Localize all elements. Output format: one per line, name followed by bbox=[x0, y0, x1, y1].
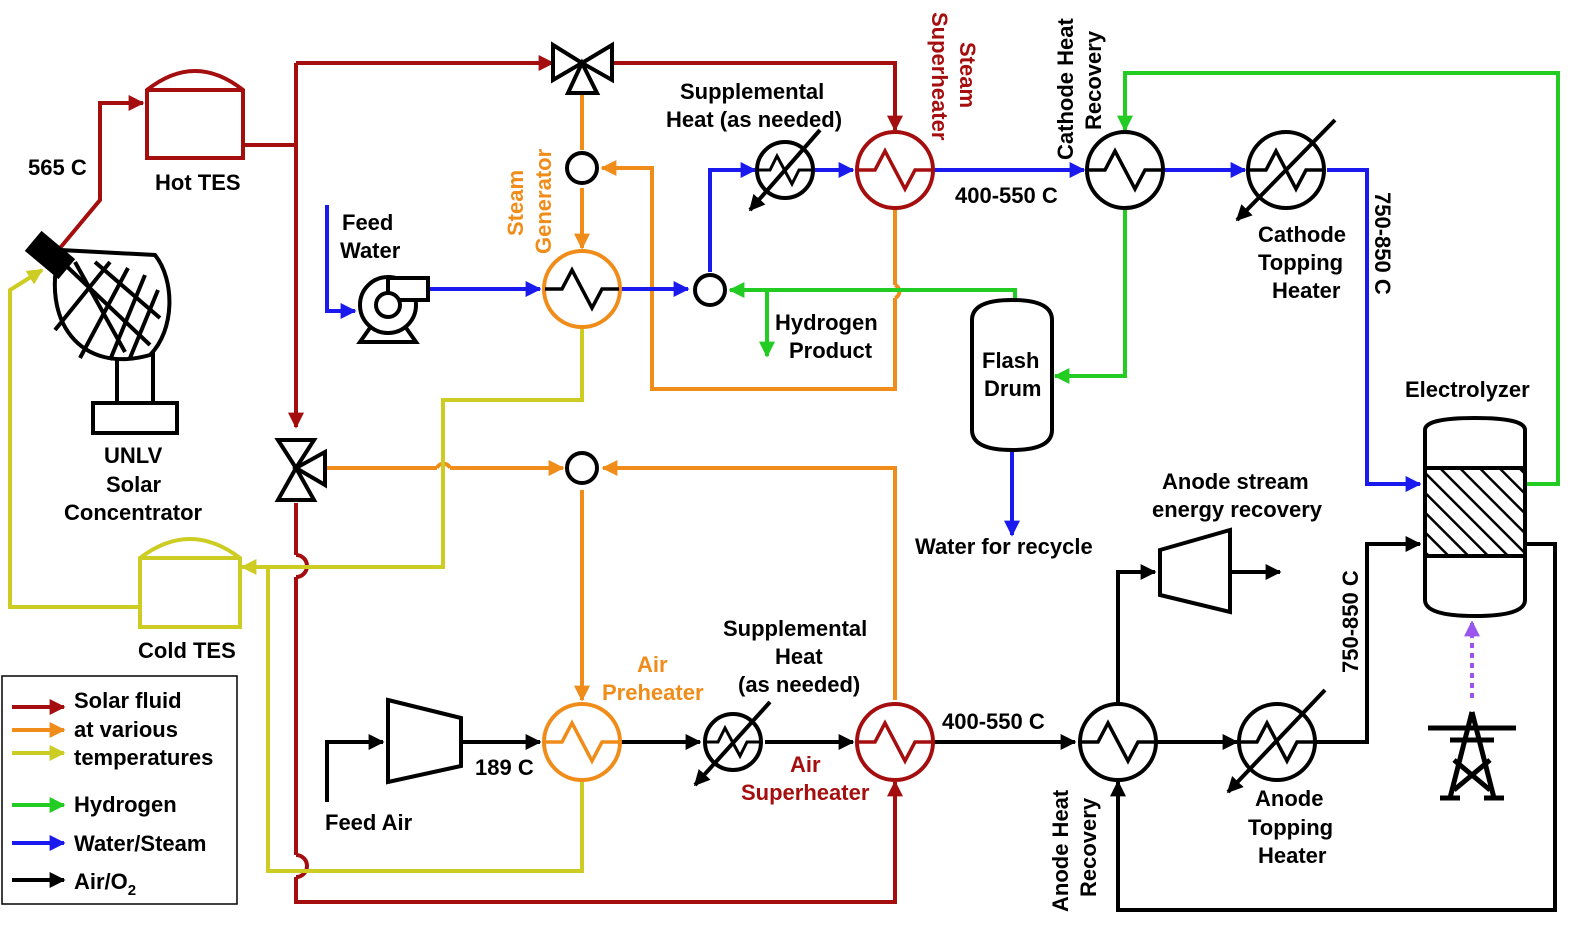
label-cathode-th-2: Topping bbox=[1258, 250, 1343, 275]
feed-water-pump-icon bbox=[356, 275, 430, 344]
legend-solar-1: Solar fluid bbox=[74, 688, 182, 713]
anode-topping-to-electrolyzer bbox=[1315, 536, 1422, 744]
legend-water: Water/Steam bbox=[74, 831, 206, 856]
label-cathode-hr-2: Recovery bbox=[1081, 30, 1106, 130]
upper-steam-side-mixer bbox=[565, 151, 599, 185]
steam-generator-hx bbox=[542, 249, 622, 329]
label-anode-th-2: Topping bbox=[1248, 815, 1333, 840]
label-flash-drum-2: Drum bbox=[984, 376, 1041, 401]
label-flash-drum-1: Flash bbox=[982, 348, 1039, 373]
label-hydrogen-product-1: Hydrogen bbox=[775, 310, 878, 335]
label-water-recycle: Water for recycle bbox=[915, 534, 1093, 559]
legend-hydrogen: Hydrogen bbox=[74, 792, 177, 817]
label-steam-sh-2: Superheater bbox=[927, 12, 952, 141]
cathode-topping-to-electrolyzer bbox=[1327, 168, 1422, 492]
label-189c: 189 C bbox=[475, 755, 534, 780]
legend-solar-2: at various bbox=[74, 717, 178, 742]
cathode-hr-to-flash-drum bbox=[1053, 208, 1127, 384]
three-way-valve-lower[interactable] bbox=[274, 438, 327, 502]
label-anode-sr-2: energy recovery bbox=[1152, 497, 1323, 522]
anode-heat-recovery-hx bbox=[1078, 702, 1158, 782]
hot-tes-tank bbox=[145, 69, 245, 160]
legend-solar-3: temperatures bbox=[74, 745, 213, 770]
anode-expander-icon bbox=[1158, 527, 1232, 615]
legend-air-sub: 2 bbox=[128, 882, 136, 899]
cathode-heat-recovery-hx bbox=[1085, 130, 1165, 210]
label-air-sh-1: Air bbox=[790, 752, 821, 777]
label-supp-heat-top-2: Heat (as needed) bbox=[666, 107, 842, 132]
red-crossover-hop-2 bbox=[295, 853, 309, 879]
label-anode-hr-1: Anode Heat bbox=[1048, 789, 1073, 912]
label-565c: 565 C bbox=[28, 155, 87, 180]
label-steam-gen-2: Generator bbox=[531, 148, 556, 254]
label-electrolyzer: Electrolyzer bbox=[1405, 377, 1530, 402]
label-unlv-2: Solar bbox=[106, 472, 161, 497]
power-tower-icon bbox=[1428, 711, 1516, 801]
three-way-valve-top[interactable] bbox=[551, 41, 614, 95]
label-anode-th-3: Heater bbox=[1258, 843, 1327, 868]
label-cold-tes: Cold TES bbox=[138, 638, 236, 663]
label-400-550-top: 400-550 C bbox=[955, 183, 1058, 208]
electrolyzer-to-anode-hr bbox=[1110, 542, 1557, 912]
label-air-pre-2: Preheater bbox=[602, 680, 704, 705]
label-air-sh-2: Superheater bbox=[741, 780, 870, 805]
legend-box bbox=[1, 675, 238, 905]
label-steam-gen-1: Steam bbox=[503, 170, 528, 236]
label-supp-heat-bot-1: Supplemental bbox=[723, 616, 867, 641]
label-400-550-bot: 400-550 C bbox=[942, 709, 1045, 734]
air-superheater-return-line bbox=[601, 460, 897, 700]
anode-hr-to-expander bbox=[1116, 564, 1157, 702]
supplemental-heater-top bbox=[748, 128, 822, 212]
label-steam-sh-1: Steam bbox=[955, 42, 980, 108]
feed-water-hydrogen-mixer bbox=[693, 273, 727, 307]
label-supp-heat-bot-3: (as needed) bbox=[738, 672, 860, 697]
label-feed-water-1: Feed bbox=[342, 210, 393, 235]
electrolyzer-to-cathode-hr bbox=[1117, 71, 1560, 486]
label-unlv-1: UNLV bbox=[104, 443, 163, 468]
label-hydrogen-product-2: Product bbox=[789, 338, 873, 363]
air-superheater-hx bbox=[855, 702, 935, 782]
solar-concentrator-to-hot-tes-line bbox=[58, 95, 145, 250]
label-anode-hr-2: Recovery bbox=[1076, 797, 1101, 897]
label-cathode-th-3: Heater bbox=[1272, 278, 1341, 303]
label-cathode-th-1: Cathode bbox=[1258, 222, 1346, 247]
cold-tes-to-solar-concentrator bbox=[8, 268, 140, 609]
steam-superheater-return-line bbox=[602, 168, 897, 391]
air-compressor-icon bbox=[386, 697, 463, 785]
label-feed-air: Feed Air bbox=[325, 810, 413, 835]
anode-topping-heater bbox=[1226, 688, 1327, 794]
air-preheater-hx bbox=[542, 702, 622, 782]
legend-air: Air/O2 bbox=[74, 869, 136, 899]
label-unlv-3: Concentrator bbox=[64, 500, 203, 525]
feed-air-line bbox=[325, 734, 385, 802]
label-750-850-top: 750-850 C bbox=[1370, 192, 1395, 295]
legend-air-main: Air/O bbox=[74, 869, 128, 894]
air-preheater-to-cold-tes bbox=[266, 567, 584, 873]
bottom-valve-to-air-superheater bbox=[294, 503, 895, 904]
label-anode-th-1: Anode bbox=[1255, 786, 1323, 811]
label-hot-tes: Hot TES bbox=[155, 170, 241, 195]
solar-dish-icon bbox=[24, 230, 179, 435]
label-750-850-bot: 750-850 C bbox=[1338, 570, 1363, 673]
flash-drum-to-mixer bbox=[728, 282, 1017, 300]
mixer-to-supplemental-heater bbox=[708, 162, 757, 272]
label-supp-heat-bot-2: Heat bbox=[775, 644, 823, 669]
label-feed-water-2: Water bbox=[340, 238, 401, 263]
steam-generator-to-cold-tes bbox=[240, 327, 584, 575]
label-cathode-hr-1: Cathode Heat bbox=[1053, 18, 1078, 160]
cathode-topping-heater bbox=[1235, 118, 1337, 222]
steam-superheater-hx bbox=[855, 130, 935, 210]
lower-air-side-mixer bbox=[565, 451, 599, 485]
flash-drum-vessel bbox=[970, 297, 1054, 453]
cold-tes-tank bbox=[138, 537, 242, 629]
supplemental-heater-bottom bbox=[693, 700, 772, 787]
top-valve-to-steam-superheater bbox=[612, 61, 903, 132]
label-air-pre-1: Air bbox=[637, 652, 668, 677]
electrolyzer-stack bbox=[1423, 415, 1527, 619]
label-anode-sr-1: Anode stream bbox=[1162, 469, 1309, 494]
label-supp-heat-top-1: Supplemental bbox=[680, 79, 824, 104]
feed-water-line bbox=[325, 205, 357, 319]
